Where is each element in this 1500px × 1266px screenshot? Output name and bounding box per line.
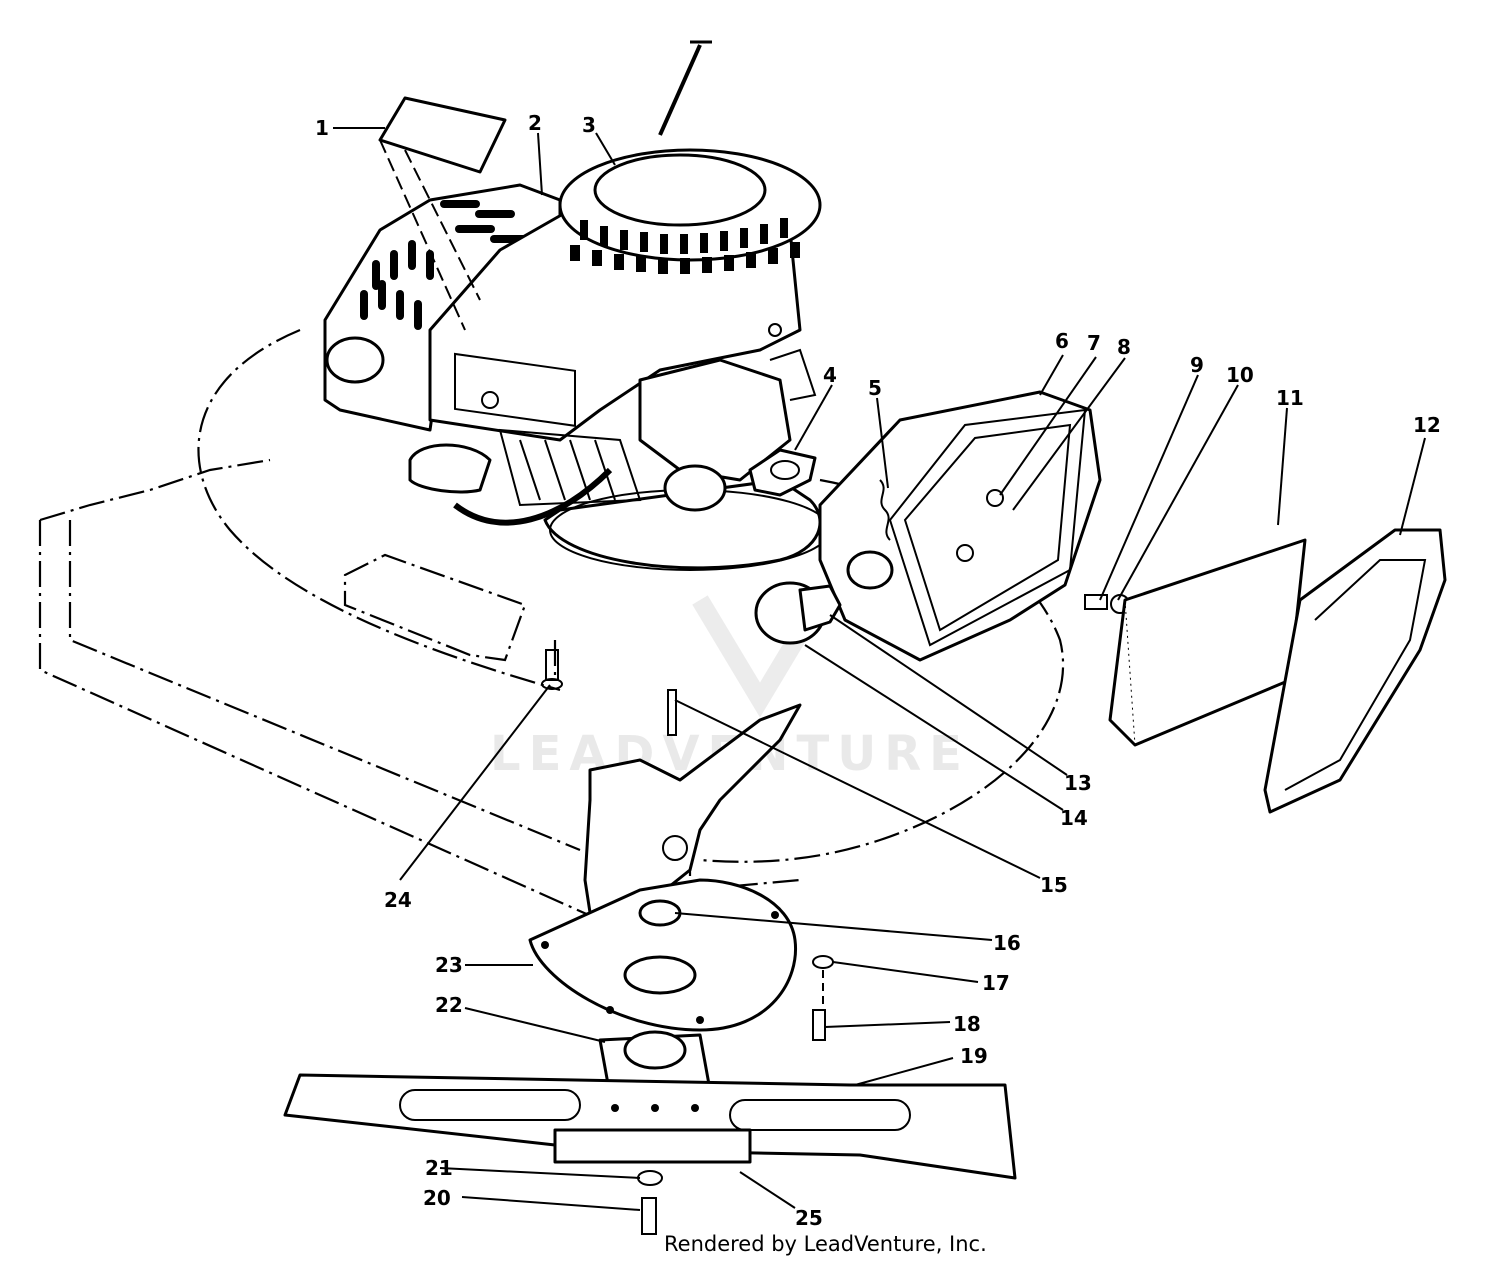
- callout-18: 18: [953, 1012, 981, 1036]
- callout-1: 1: [315, 116, 329, 140]
- part-17-washer: [812, 955, 834, 969]
- callout-19: 19: [960, 1044, 988, 1068]
- part-15-pin: [667, 689, 677, 736]
- callout-23: 23: [435, 953, 463, 977]
- callout-labels: 1 2 3 4 5 6 7 8 9 10 11 12 13 14 15 16 1…: [315, 111, 1441, 1230]
- callout-8: 8: [1117, 335, 1131, 359]
- callout-15: 15: [1040, 873, 1068, 897]
- callout-3: 3: [582, 113, 596, 137]
- callout-11: 11: [1276, 386, 1304, 410]
- starter-fins: [570, 218, 800, 274]
- credit-text: Rendered by LeadVenture, Inc.: [664, 1232, 987, 1256]
- callout-5: 5: [868, 376, 882, 400]
- callout-7: 7: [1087, 331, 1101, 355]
- callout-14: 14: [1060, 806, 1088, 830]
- callout-13: 13: [1064, 771, 1092, 795]
- part-14-primer: [754, 581, 842, 645]
- callout-9: 9: [1190, 353, 1204, 377]
- part-6-air-cleaner-base: [818, 390, 1102, 662]
- callout-12: 12: [1413, 413, 1441, 437]
- leader-lines: [333, 127, 1426, 1211]
- part-9-bolt: [1084, 594, 1108, 610]
- callout-22: 22: [435, 993, 463, 1017]
- part-25-stiffener: [553, 1128, 752, 1164]
- mower-deck: [38, 328, 1065, 922]
- part-18-bolt: [812, 970, 826, 1041]
- callout-4: 4: [823, 363, 837, 387]
- callout-21: 21: [425, 1156, 453, 1180]
- callout-16: 16: [993, 931, 1021, 955]
- deck-bracket: [583, 703, 802, 952]
- part-11-filter: [1108, 538, 1307, 747]
- part-16-bushing: [638, 899, 682, 927]
- part-12-cover: [1263, 528, 1447, 814]
- callout-6: 6: [1055, 329, 1069, 353]
- muffler-slots: [360, 200, 530, 330]
- callout-17: 17: [982, 971, 1010, 995]
- callout-10: 10: [1226, 363, 1254, 387]
- engine: [323, 40, 831, 571]
- callout-2: 2: [528, 111, 542, 135]
- callout-24: 24: [384, 888, 412, 912]
- part-20-bolt: [641, 1197, 657, 1235]
- part-19-blade: [283, 1073, 1017, 1180]
- part-1-decal: [378, 96, 507, 331]
- part-4-gasket: [748, 448, 817, 497]
- callout-25: 25: [795, 1206, 823, 1230]
- part-24-bolt: [541, 649, 563, 690]
- callout-20: 20: [423, 1186, 451, 1210]
- part-21-washer: [637, 1170, 663, 1186]
